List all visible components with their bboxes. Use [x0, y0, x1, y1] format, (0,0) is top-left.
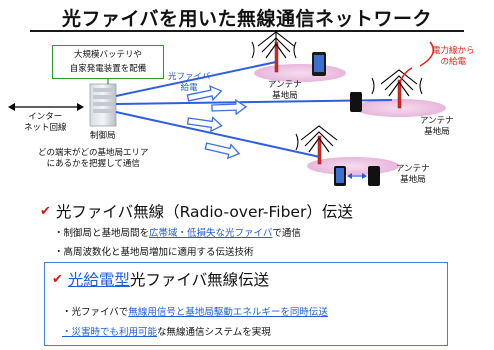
network-diagram [8, 31, 446, 186]
fiber-feed-label-line2: 給電 [180, 83, 198, 93]
smartphone-icon-4 [368, 166, 380, 186]
fiber-feed-label-line1: 光ファイバ [168, 72, 211, 82]
rof-heading-text: 光ファイバ無線（Radio-over-Fiber）伝送 [55, 203, 353, 221]
antenna-label-1: アンテナ 基地局 [268, 80, 302, 102]
rof-bullet-1-post: で通信 [272, 228, 301, 239]
antenna-label-1-line1: アンテナ [268, 80, 302, 90]
bullet-check-icon: ✔ [40, 203, 51, 219]
rof-bullet-1-pre: ・制御局と基地局間を [54, 228, 150, 239]
fiber-lines [115, 61, 393, 158]
antenna-label-2-line1: アンテナ [420, 116, 454, 126]
pfr-bullet-1-link[interactable]: 無線用信号と基地局駆動エネルギーを同時伝送 [128, 307, 328, 318]
pfr-bullet-1-pre: ・光ファイバで [62, 307, 129, 318]
pfr-bullet-2-post: な無線通信システムを実現 [157, 327, 271, 338]
bullet-check-icon: ✔ [52, 271, 63, 287]
power-over-fiber-box [44, 262, 448, 346]
antenna-label-1-line2: 基地局 [272, 91, 298, 101]
control-station-label: 制御局 [90, 131, 116, 141]
battery-note-line1: 大規模バッテリや [73, 50, 142, 60]
tracking-note-line2: にあるかを把握して通信 [46, 159, 140, 169]
antenna-label-2: アンテナ 基地局 [420, 116, 454, 138]
tracking-note: どの端末がどの基地局エリア にあるかを把握して通信 [38, 148, 149, 170]
internet-label: インター ネット回線 [24, 112, 67, 134]
power-line-label-line1: 電力線から [432, 46, 475, 56]
pfr-bullet-1: ・光ファイバで無線用信号と基地局駆動エネルギーを同時伝送 [62, 304, 328, 318]
antenna-tower-icon-2 [380, 69, 418, 109]
smartphone-icon-2 [350, 92, 362, 112]
tracking-note-line1: どの端末がどの基地局エリア [38, 148, 149, 158]
internet-arrow [8, 103, 84, 111]
page-title: 光ファイバを用いた無線通信ネットワーク [61, 8, 433, 30]
smartphone-icon-1 [312, 52, 326, 76]
rof-bullet-1: ・制御局と基地局間を広帯域・低損失な光ファイバで通信 [54, 225, 301, 239]
battery-note: 大規模バッテリや 自家発電装置を配備 [52, 45, 164, 79]
rof-heading: ✔ 光ファイバ無線（Radio-over-Fiber）伝送 [40, 200, 353, 222]
power-line-label-line2: の給電 [440, 57, 467, 67]
antenna-label-3: アンテナ 基地局 [396, 164, 430, 186]
antenna-label-3-line2: 基地局 [400, 175, 426, 185]
pfr-bullet-2-link[interactable]: ・災害時でも利用可能 [62, 327, 158, 338]
pfr-heading-rest: 光ファイバ無線伝送 [129, 271, 270, 289]
power-line-label: 電力線から の給電 [432, 46, 475, 68]
title-underline [30, 30, 464, 32]
antenna-tower-icon-3 [300, 125, 338, 165]
antenna-label-2-line2: 基地局 [424, 127, 450, 137]
pfr-heading: ✔ 光給電型光ファイバ無線伝送 [52, 268, 269, 290]
internet-label-line1: インター [28, 112, 63, 122]
fiber-feed-label: 光ファイバ 給電 [168, 72, 210, 94]
handover-arrow [347, 173, 367, 179]
internet-label-line2: ネット回線 [24, 123, 67, 133]
power-line-feed [399, 41, 435, 83]
antenna-label-3-line1: アンテナ [396, 164, 430, 174]
control-station-server-icon [89, 83, 117, 127]
power-feed-arrows [186, 85, 248, 160]
signal-arcs [251, 41, 423, 151]
pfr-heading-link[interactable]: 光給電型 [67, 271, 130, 289]
rof-bullet-1-link[interactable]: 広帯域・低損失な光ファイバ [149, 228, 273, 239]
smartphone-icon-3 [334, 166, 346, 186]
rof-bullet-2: ・高周波数化と基地局増加に適用する伝送技術 [54, 247, 254, 258]
battery-note-line2: 自家発電装置を配備 [69, 64, 147, 74]
antenna-tower-icon-1 [257, 31, 295, 73]
pfr-bullet-2: ・災害時でも利用可能な無線通信システムを実現 [62, 324, 271, 338]
